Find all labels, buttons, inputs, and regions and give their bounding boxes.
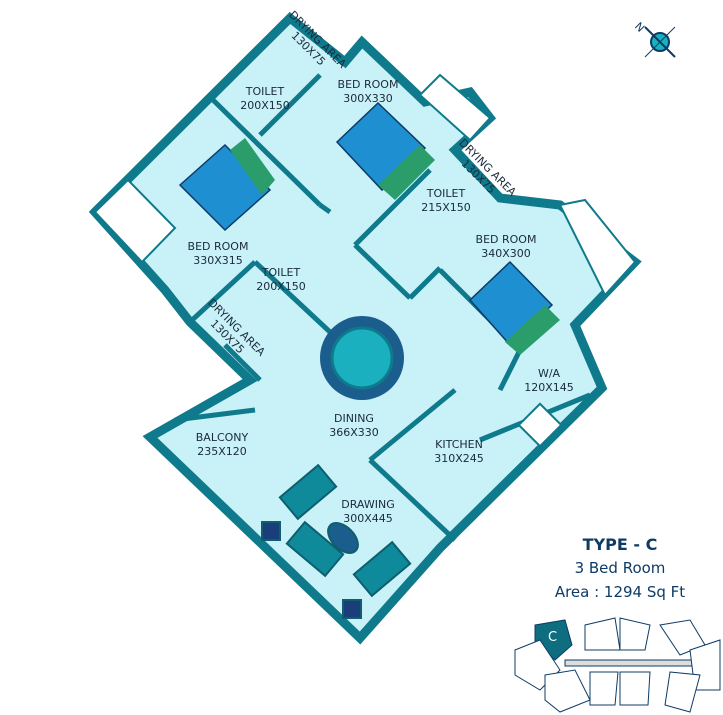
room-size: 340X300 [481, 247, 531, 260]
bedroom-count: 3 Bed Room [574, 559, 666, 577]
room-size: 120X145 [524, 381, 574, 394]
room-name: DRAWING [341, 498, 394, 511]
room-size: 235X120 [197, 445, 247, 458]
room-size: 200X150 [256, 280, 306, 293]
room-size: 366X330 [329, 426, 379, 439]
room-size: 200X150 [240, 99, 290, 112]
room-name: TOILET [426, 187, 466, 200]
unit-type: TYPE - C [582, 535, 658, 554]
room-name: W/A [538, 367, 561, 380]
room-name: BALCONY [196, 431, 249, 444]
compass-north-label: N [632, 20, 647, 35]
unit-area: Area : 1294 Sq Ft [554, 583, 686, 601]
balcony-hatch [93, 73, 637, 297]
key-plan: C [514, 617, 721, 713]
dining-table [320, 316, 404, 400]
room-name: BED ROOM [476, 233, 537, 246]
room-name: TOILET [245, 85, 285, 98]
partition-walls [174, 73, 591, 542]
pillows [230, 138, 560, 355]
room-name: DINING [334, 412, 374, 425]
room-name: BED ROOM [188, 240, 249, 253]
room-size: 300X330 [343, 92, 393, 105]
compass-icon: N [632, 20, 676, 58]
room-size: 215X150 [421, 201, 471, 214]
shaft-icon [517, 402, 563, 448]
room-name: KITCHEN [435, 438, 483, 451]
room-size: 330X315 [193, 254, 243, 267]
room-name: TOILET [261, 266, 301, 279]
room-size: 310X245 [434, 452, 484, 465]
sofas [261, 463, 412, 619]
bed-icon [178, 143, 272, 232]
room-name: BED ROOM [338, 78, 399, 91]
room-size: 300X445 [343, 512, 393, 525]
key-plan-label: C [548, 630, 557, 645]
